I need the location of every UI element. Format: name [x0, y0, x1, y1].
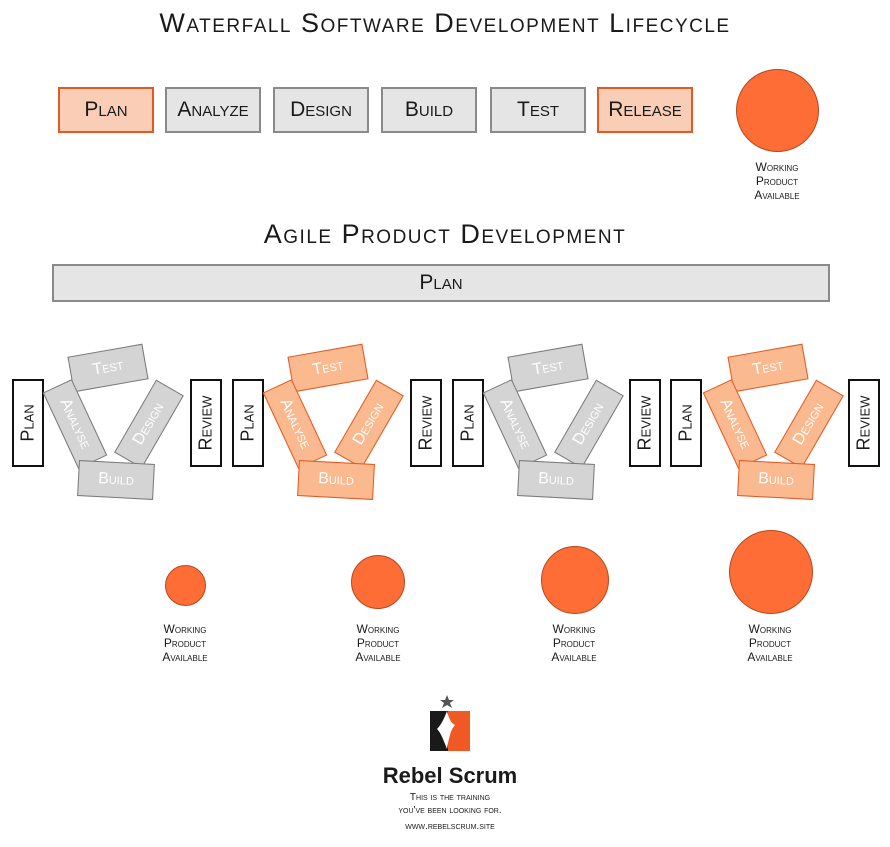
- cycle-build: Build: [297, 460, 375, 500]
- cycle-design: Design: [334, 379, 404, 469]
- waterfall-step-release: Release: [597, 87, 693, 133]
- waterfall-step-test: Test: [490, 87, 586, 133]
- cycle-design: Design: [114, 379, 184, 469]
- iteration-3-review: Review: [629, 379, 661, 467]
- iteration-1-cycle: Test Analyse Design Build: [42, 338, 185, 508]
- iteration-4-plan: Plan: [670, 379, 702, 467]
- cycle-design: Design: [774, 379, 844, 469]
- cycle-design: Design: [554, 379, 624, 469]
- product-circle-3: [541, 546, 609, 614]
- iteration-4-review: Review: [848, 379, 880, 467]
- cycle-analyse: Analyse: [702, 379, 768, 469]
- agile-title: Agile Product Development: [263, 219, 627, 249]
- cycle-test: Test: [287, 343, 369, 393]
- waterfall-step-plan: Plan: [58, 87, 154, 133]
- cycle-analyse: Analyse: [482, 379, 548, 469]
- product-circle-2: [351, 555, 405, 609]
- iteration-2-plan: Plan: [232, 379, 264, 467]
- product-circle-4: [729, 530, 813, 614]
- iteration-1-review: Review: [190, 379, 222, 467]
- waterfall-product-circle: [736, 69, 819, 152]
- iteration-2-review: Review: [410, 379, 442, 467]
- rebel-scrum-logo-icon: [430, 695, 470, 751]
- waterfall-step-build: Build: [381, 87, 477, 133]
- iteration-2-cycle: Test Analyse Design Build: [262, 338, 405, 508]
- cycle-test: Test: [67, 343, 149, 393]
- cycle-build: Build: [517, 460, 595, 500]
- agile-plan-bar: Plan: [52, 264, 830, 302]
- iteration-1-plan: Plan: [12, 379, 44, 467]
- waterfall-title: Waterfall Software Development Lifecycle: [159, 8, 731, 38]
- brand-tagline-1: This is the training: [409, 792, 491, 803]
- cycle-test: Test: [727, 343, 809, 393]
- iteration-3-plan: Plan: [452, 379, 484, 467]
- cycle-build: Build: [737, 460, 815, 500]
- iteration-3-cycle: Test Analyse Design Build: [482, 338, 625, 508]
- brand-name: Rebel Scrum: [382, 763, 518, 788]
- cycle-build: Build: [77, 460, 155, 500]
- cycle-analyse: Analyse: [262, 379, 328, 469]
- brand-url: www.rebelscrum.site: [405, 821, 495, 832]
- brand-tagline-2: you've been looking for.: [398, 805, 502, 816]
- waterfall-step-analyze: Analyze: [165, 87, 261, 133]
- cycle-analyse: Analyse: [42, 379, 108, 469]
- waterfall-step-design: Design: [273, 87, 369, 133]
- cycle-test: Test: [507, 343, 589, 393]
- product-circle-1: [165, 565, 206, 606]
- iteration-4-cycle: Test Analyse Design Build: [702, 338, 845, 508]
